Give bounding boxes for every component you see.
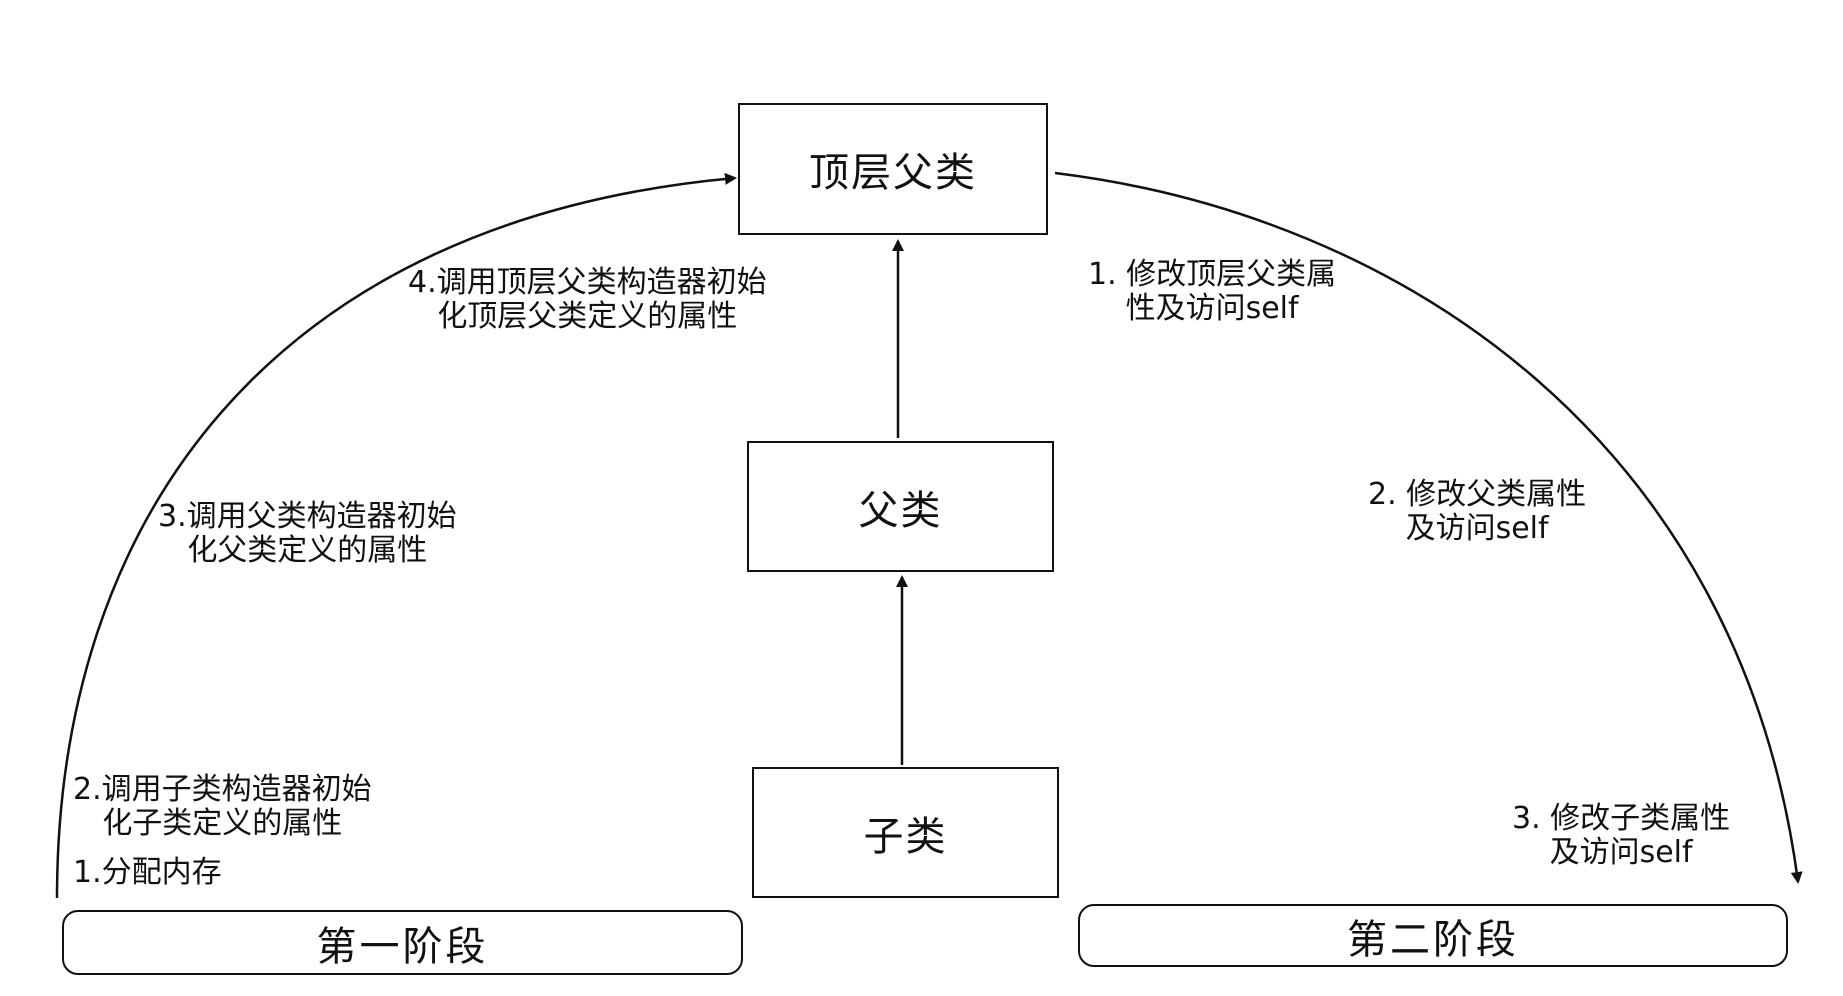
phase-one-step-4-note: 4.调用顶层父类构造器初始 化顶层父类定义的属性: [408, 266, 767, 334]
phase-two-step-1-line-1: 1. 修改顶层父类属: [1088, 257, 1337, 292]
phase-two-step-2-note: 2. 修改父类属性 及访问self: [1368, 478, 1586, 546]
phase-two-step-2-line-1: 2. 修改父类属性: [1368, 477, 1587, 512]
phase-one-arc: [55, 172, 737, 899]
phase-two-step-3-line-2: 及访问self: [1549, 835, 1693, 870]
child-class-label: 子类: [863, 813, 948, 860]
phase-two-step-3-note: 3. 修改子类属性 及访问self: [1512, 802, 1730, 870]
phase-one-step-2-line-1: 2.调用子类构造器初始: [73, 772, 372, 807]
phase-two-step-1-note: 1. 修改顶层父类属 性及访问self: [1088, 258, 1336, 326]
phase-one-step-4-line-2: 化顶层父类定义的属性: [437, 299, 738, 334]
phase-two-step-2-line-2: 及访问self: [1405, 511, 1549, 546]
phase-one-step-3-line-1: 3.调用父类构造器初始: [158, 499, 457, 534]
phase-one-label-box: 第一阶段: [62, 910, 743, 975]
phase-one-step-3-line-2: 化父类定义的属性: [187, 533, 428, 568]
top-parent-class-label: 顶层父类: [809, 150, 977, 196]
phase-two-step-3-line-1: 3. 修改子类属性: [1512, 801, 1731, 836]
phase-one-step-1-note: 1.分配内存: [73, 856, 222, 890]
phase-one-step-4-line-1: 4.调用顶层父类构造器初始: [408, 265, 767, 300]
phase-two-arc: [1054, 171, 1803, 884]
parent-class-box: 父类: [747, 441, 1054, 572]
phase-one-step-3-note: 3.调用父类构造器初始 化父类定义的属性: [158, 500, 457, 568]
top-parent-class-box: 顶层父类: [738, 103, 1048, 235]
phase-one-label: 第一阶段: [316, 923, 489, 970]
phase-two-step-1-line-2: 性及访问self: [1125, 291, 1299, 326]
phase-one-step-1-line: 1.分配内存: [73, 855, 222, 890]
parent-class-label: 父类: [858, 487, 943, 534]
phase-one-step-2-line-2: 化子类定义的属性: [102, 806, 343, 841]
phase-two-label-box: 第二阶段: [1078, 904, 1788, 967]
phase-two-label: 第二阶段: [1347, 916, 1519, 963]
child-class-box: 子类: [752, 767, 1059, 898]
phase-one-step-2-note: 2.调用子类构造器初始 化子类定义的属性: [73, 773, 372, 841]
